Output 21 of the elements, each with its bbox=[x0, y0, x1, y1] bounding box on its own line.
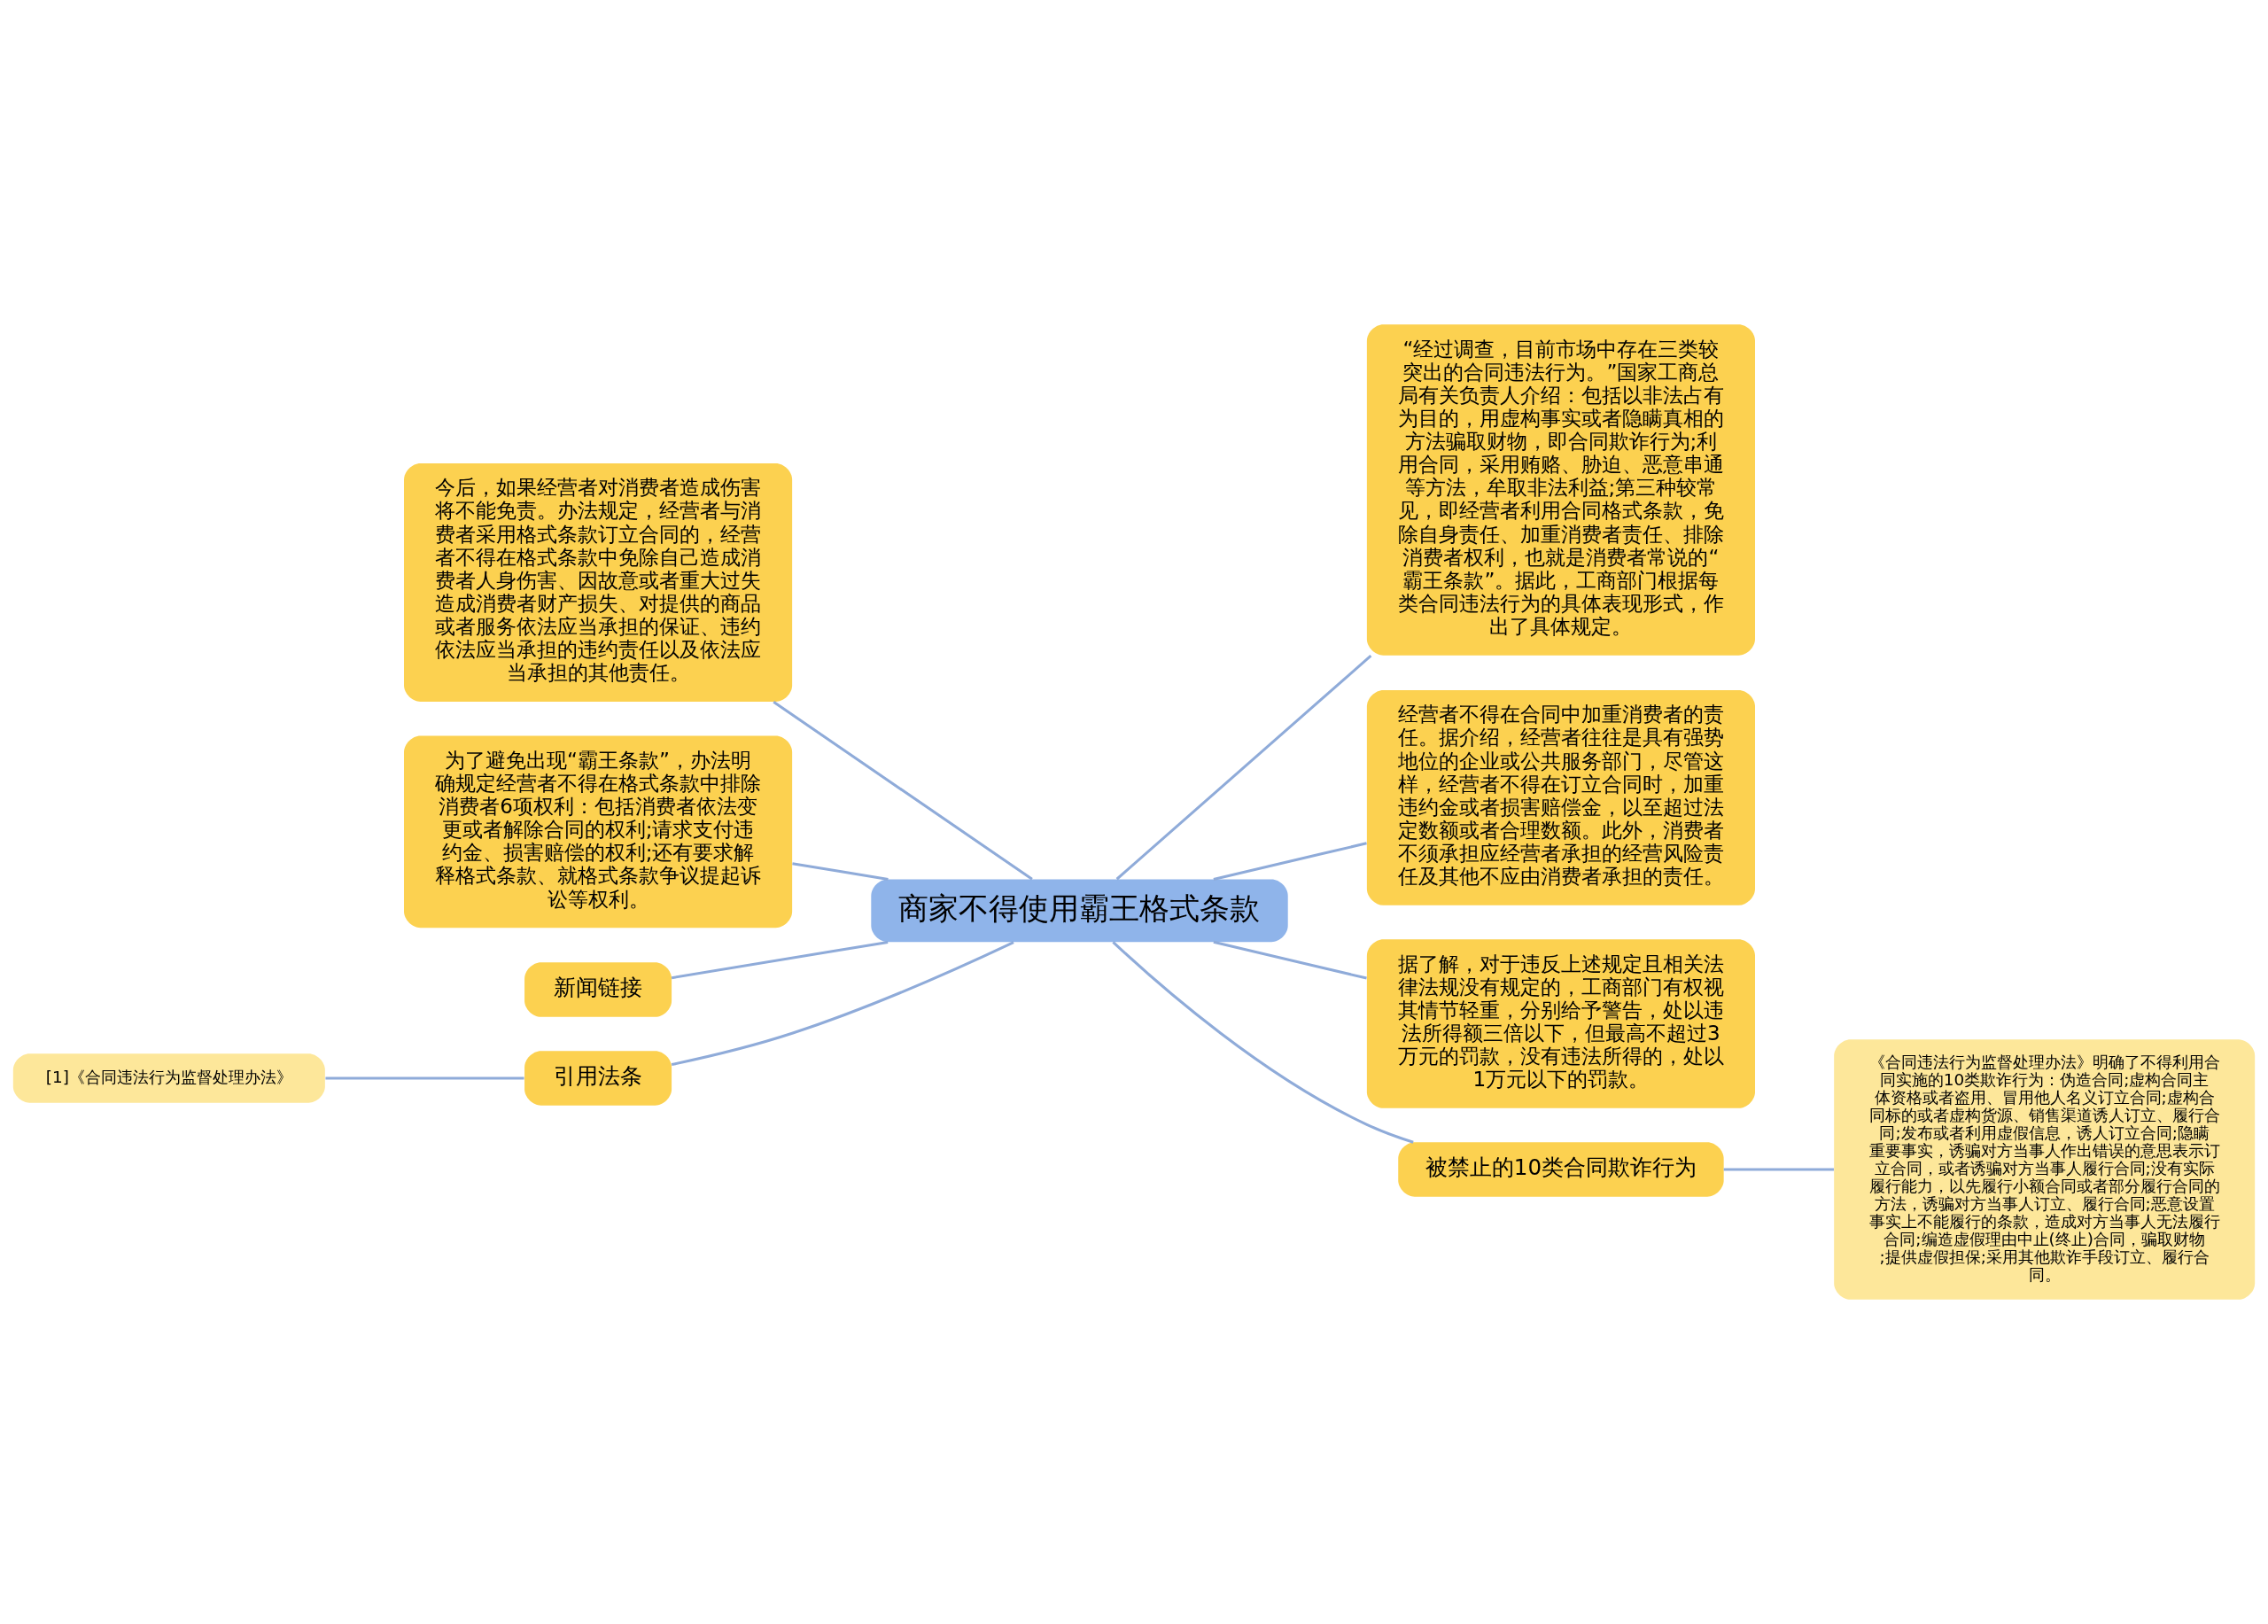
connector bbox=[1723, 1168, 1834, 1171]
connector bbox=[1112, 941, 1414, 1144]
connector bbox=[1213, 842, 1367, 882]
connector bbox=[773, 701, 1033, 881]
connector bbox=[792, 862, 889, 882]
node-box: 被禁止的10类合同欺诈行为 bbox=[1398, 1142, 1724, 1197]
node-box: 经营者不得在合同中加重消费者的责任。据介绍，经营者往往是具有强势地位的企业或公共服务部门，尽管这样，经营者不得在订立合同时，加重违约金或者损害赔偿金，以至超过法定数额或者合理数额。此外，消费者不须承担应经营者承担的经营风险责任及其他不应由消费者承担的责任。 bbox=[1366, 689, 1755, 905]
node-box: 为了避免出现“霸王条款”，办法明确规定经营者不得在格式条款中排除消费者6项权利：包括消费者依法变更或者解除合同的权利;请求支付违约金、损害赔偿的权利;还有要求解释格式条款、就格式条款争议提起诉讼等权利。 bbox=[404, 735, 793, 929]
connector bbox=[325, 1076, 524, 1080]
node-box: 商家不得使用霸王格式条款 bbox=[871, 879, 1288, 943]
node-box: 今后，如果经营者对消费者造成伤害将不能免责。办法规定，经营者与消费者采用格式条款订立合同的，经营者不得在格式条款中免除自己造成消费者人身伤害、因故意或者重大过失造成消费者财产损失、对提供的商品或者服务依法应当承担的保证、违约依法应当承担的违约责任以及依法应当承担的其他责任。 bbox=[404, 462, 793, 702]
node-box: 《合同违法行为监督处理办法》明确了不得利用合同实施的10类欺诈行为：伪造合同;虚构合同主体资格或者盗用、冒用他人名义订立合同;虚构合同标的或者虚构货源、销售渠道诱人订立、履行合同;发布或者利用虚假信息，诱人订立合同;隐瞒重要事实，诱骗对方当事人作出错误的意思表示订立合同，或者诱骗对方当事人履行合同;没有实际履行能力，以先履行小额合同或者部分履行合同的方法，诱骗对方当事人订立、履行合同;恶意设置事实上不能履行的条款，造成对方当事人无法履行合同;编造虚假理由中止(终止)合同，骗取财物;提供虚假担保;采用其他欺诈手段订立、履行合同。 bbox=[1834, 1039, 2256, 1300]
connector bbox=[671, 941, 1014, 1067]
node-box: “经过调查，目前市场中存在三类较突出的合同违法行为。”国家工商总局有关负责人介绍：包括以非法占有为目的，用虚构事实或者隐瞒真相的方法骗取财物，即合同欺诈行为;利用合同，采用贿赂、胁迫、恶意串通等方法，牟取非法利益;第三种较常见，即经营者利用合同格式条款，免除自身责任、加重消费者责任、排除消费者权利，也就是消费者常说的“霸王条款”。据此，工商部门根据每类合同违法行为的具体表现形式，作出了具体规定。 bbox=[1366, 324, 1755, 656]
connector bbox=[1115, 655, 1372, 881]
node-box: 新闻链接 bbox=[524, 962, 672, 1017]
connector bbox=[1213, 940, 1367, 980]
connector bbox=[671, 940, 889, 980]
node-box: 据了解，对于违反上述规定且相关法律法规没有规定的，工商部门有权视其情节轻重，分别给予警告，处以违法所得额三倍以下，但最高不超过3万元的罚款，没有违法所得的，处以1万元以下的罚款。 bbox=[1366, 939, 1755, 1108]
node-box: 引用法条 bbox=[524, 1051, 672, 1106]
node-box: [1]《合同违法行为监督处理办法》 bbox=[12, 1053, 325, 1103]
